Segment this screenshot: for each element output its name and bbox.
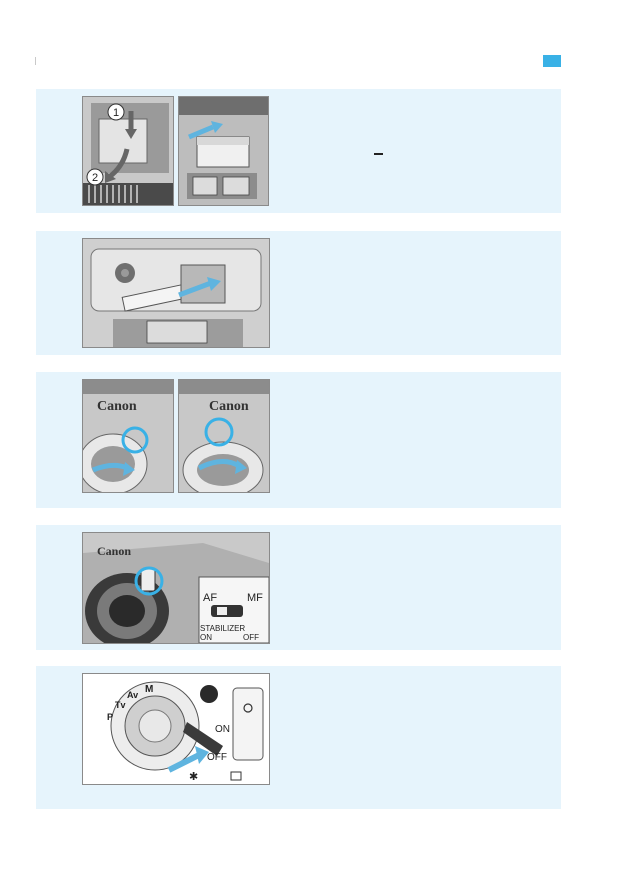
memory-card-illustration (83, 239, 269, 347)
mount-index-highlight-left (121, 426, 149, 454)
step-panel-5: M Av Tv P ON OFF ✱ (36, 666, 561, 809)
callout-2: 2 (92, 172, 98, 184)
dial-mode-av: Av (127, 690, 138, 700)
body-text-dash (374, 153, 383, 155)
step-panel-3: Canon Canon (36, 372, 561, 508)
header-rule (35, 57, 36, 65)
brand-logo-right: Canon (209, 399, 249, 414)
switch-label-on: ON (200, 633, 212, 642)
power-switch-illustration: M Av Tv P ON OFF ✱ (83, 674, 269, 784)
lens-mount-illustration-right: Canon (179, 380, 269, 492)
power-label-on: ON (215, 724, 230, 735)
battery-compartment-photo (178, 96, 269, 206)
memory-card-photo (82, 238, 270, 348)
switch-label-af: AF (203, 592, 217, 604)
callout-1: 1 (113, 107, 119, 119)
lens-mount-photo-right: Canon (178, 379, 270, 493)
brand-logo-switch: Canon (97, 544, 131, 558)
mount-index-highlight-right (204, 417, 234, 447)
battery-cover-illustration: 1 2 (83, 97, 173, 205)
battery-cover-photo: 1 2 (82, 96, 174, 206)
power-switch-photo: M Av Tv P ON OFF ✱ (82, 673, 270, 785)
switch-label-off: OFF (243, 633, 259, 642)
step-panel-4: Canon AF MF STABILIZER ON OFF (36, 525, 561, 650)
grid-icon (230, 771, 242, 781)
chapter-marker (543, 55, 561, 67)
lens-mount-photo-left: Canon (82, 379, 174, 493)
step-panel-2 (36, 231, 561, 355)
dial-mode-m: M (145, 684, 153, 695)
dial-mode-tv: Tv (115, 700, 126, 710)
switch-label-stabilizer: STABILIZER (200, 624, 245, 633)
switch-highlight (134, 566, 164, 596)
lens-mount-illustration-left: Canon (83, 380, 173, 492)
power-label-off: OFF (207, 752, 227, 763)
flash-button-icon (200, 685, 218, 703)
focus-switch-illustration: Canon AF MF STABILIZER ON OFF (83, 533, 269, 643)
step-panel-1: 1 2 (36, 89, 561, 213)
focus-switch-photo: Canon AF MF STABILIZER ON OFF (82, 532, 270, 644)
dial-mode-p: P (107, 712, 113, 722)
star-icon: ✱ (189, 771, 198, 783)
switch-label-mf: MF (247, 592, 263, 604)
brand-logo-left: Canon (97, 399, 137, 414)
battery-compartment-illustration (179, 97, 268, 205)
